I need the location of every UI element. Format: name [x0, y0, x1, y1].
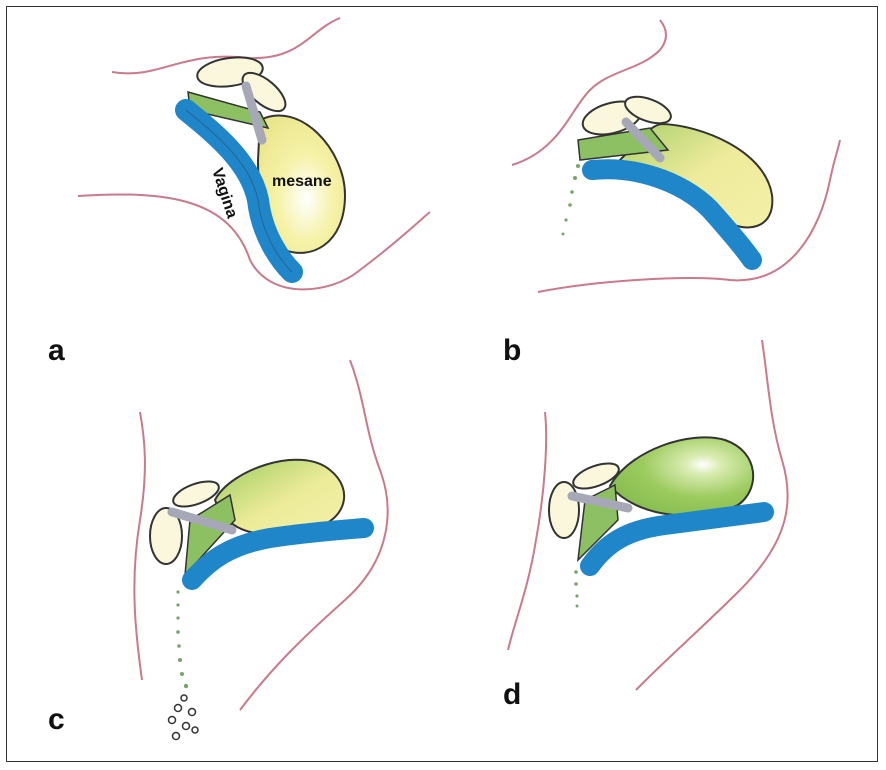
panel-d [508, 340, 788, 690]
skin-outline-front [508, 412, 546, 650]
panel-d-letter: d [503, 680, 521, 710]
urine-leak-drops [574, 570, 578, 607]
urine-leak-drops [176, 590, 188, 688]
panel-b-letter: b [503, 336, 521, 366]
bladder [610, 437, 753, 515]
panel-a-letter: a [48, 336, 65, 366]
panel-c-letter: c [48, 705, 65, 735]
bladder-label: mesane [272, 173, 332, 190]
panel-c [134, 360, 387, 740]
panel-a: Vagina mesane [78, 18, 430, 289]
urine-leak-drops [562, 164, 581, 236]
pubic-bone [549, 482, 579, 538]
panel-b [512, 20, 840, 292]
urine-splash-drops [169, 695, 199, 740]
urethra-ligament [572, 496, 628, 508]
skin-outline-front [134, 412, 145, 680]
